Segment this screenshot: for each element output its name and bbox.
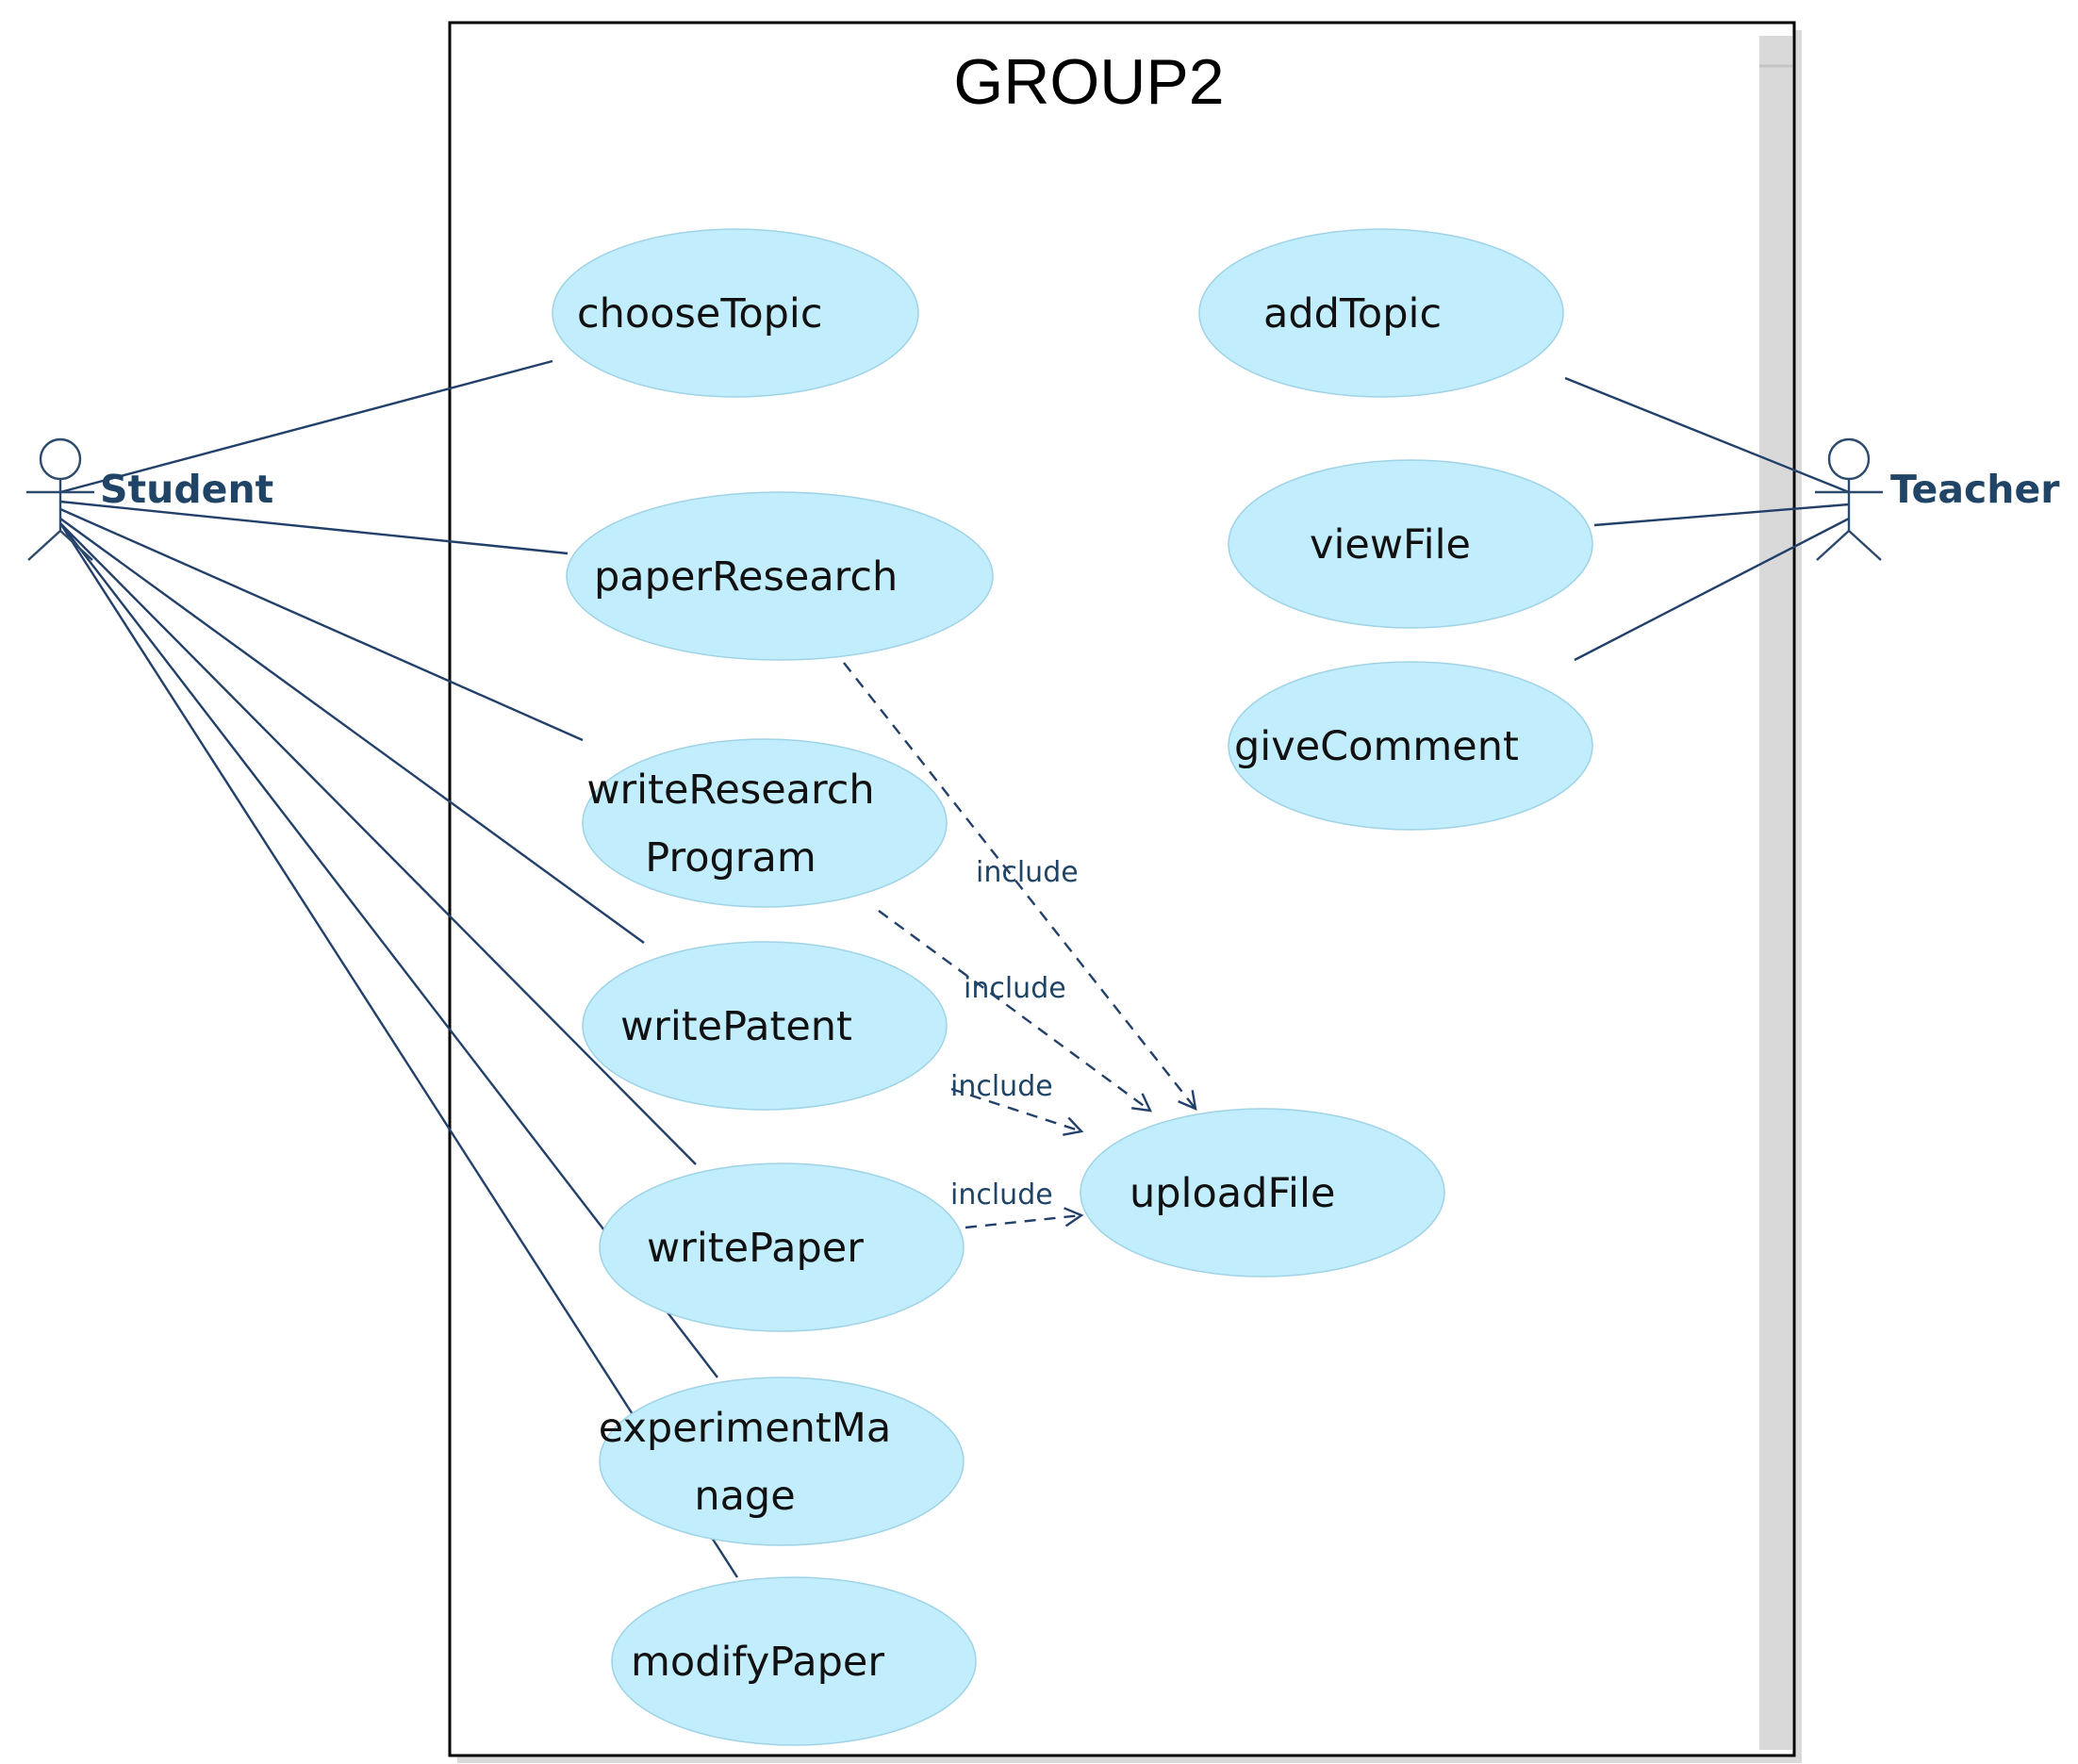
- usecase-label-give-comment: giveComment: [1234, 723, 1519, 770]
- system-title: GROUP2: [953, 46, 1224, 118]
- include-label-write-patent: include: [950, 1070, 1053, 1103]
- actor-teacher[interactable]: Teacher: [1815, 437, 2060, 561]
- usecase-modify-paper[interactable]: modifyPaper: [611, 1576, 977, 1746]
- association-student-write-paper: [59, 522, 697, 1165]
- usecase-write-paper[interactable]: writePaper: [599, 1162, 965, 1332]
- usecase-choose-topic[interactable]: chooseTopic: [552, 228, 919, 398]
- actor-figure-student: [26, 437, 94, 561]
- include-edge-paper-research: [843, 662, 1196, 1110]
- include-arrowhead-write-paper: [1064, 1207, 1084, 1228]
- actor-figure-teacher: [1815, 437, 1883, 561]
- usecase-label-choose-topic: chooseTopic: [577, 290, 823, 338]
- actor-legs-student: [27, 529, 93, 561]
- usecase-label-paper-research: paperResearch: [594, 553, 898, 601]
- usecase-ellipse-choose-topic: [552, 228, 919, 398]
- usecase-paper-research[interactable]: paperResearch: [566, 491, 994, 661]
- usecase-ellipse-add-topic: [1198, 228, 1564, 398]
- actor-legs-teacher: [1816, 529, 1882, 561]
- usecase-experiment-manage[interactable]: experimentMa nage: [599, 1377, 965, 1546]
- usecase-layer: chooseTopic paperResearch writeResearchPro…: [552, 228, 1593, 1746]
- usecase-add-topic[interactable]: addTopic: [1198, 228, 1564, 398]
- usecase-view-file[interactable]: viewFile: [1228, 459, 1593, 629]
- usecase-ellipse-modify-paper: [611, 1576, 977, 1746]
- usecase-label-write-research-program: Program: [645, 834, 816, 882]
- usecase-write-patent[interactable]: writePatent: [582, 941, 948, 1111]
- association-student-choose-topic: [59, 359, 553, 494]
- usecase-ellipse-paper-research: [566, 491, 994, 661]
- usecase-label-view-file: viewFile: [1310, 521, 1471, 569]
- usecase-label-modify-paper: modifyPaper: [631, 1639, 884, 1686]
- association-student-write-patent: [59, 518, 645, 944]
- usecase-label-write-research-program: writeResearch: [586, 767, 874, 814]
- usecase-label-write-patent: writePatent: [620, 1003, 852, 1050]
- usecase-label-experiment-manage: nage: [694, 1473, 795, 1520]
- association-student-paper-research: [59, 500, 569, 555]
- actor-layer: Student Teacher: [26, 437, 2060, 561]
- include-arrowhead-write-research-program: [1131, 1093, 1153, 1113]
- actor-student[interactable]: Student: [26, 437, 273, 561]
- usecase-label-add-topic: addTopic: [1263, 290, 1442, 338]
- usecase-ellipse-experiment-manage: [599, 1377, 965, 1546]
- association-student-write-research-program: [59, 507, 584, 742]
- usecase-ellipse-view-file: [1228, 459, 1593, 629]
- usecase-upload-file[interactable]: uploadFile: [1080, 1108, 1445, 1278]
- association-student-modify-paper: [58, 522, 739, 1578]
- usecase-ellipse-upload-file: [1080, 1108, 1445, 1278]
- include-arrowhead-write-patent: [1063, 1116, 1084, 1136]
- actor-head-teacher: [1827, 437, 1871, 481]
- association-teacher-give-comment: [1574, 517, 1850, 662]
- association-teacher-view-file: [1593, 503, 1850, 527]
- usecase-label-upload-file: uploadFile: [1130, 1170, 1335, 1217]
- include-edge-write-patent: [950, 1087, 1082, 1133]
- actor-head-student: [39, 437, 82, 481]
- include-label-write-paper: include: [950, 1179, 1053, 1212]
- actor-label-teacher: Teacher: [1890, 467, 2060, 512]
- include-arrowhead-paper-research: [1178, 1090, 1197, 1111]
- usecase-label-write-paper: writePaper: [647, 1225, 864, 1272]
- include-label-write-research-program: include: [964, 972, 1066, 1005]
- include-edge-write-research-program: [878, 910, 1151, 1112]
- actor-label-student: Student: [100, 467, 273, 512]
- usecase-ellipse-write-research-program: [582, 738, 948, 908]
- usecase-ellipse-give-comment: [1228, 661, 1593, 831]
- usecase-ellipse-write-patent: [582, 941, 948, 1111]
- association-teacher-add-topic: [1564, 376, 1850, 494]
- usecase-ellipse-write-paper: [599, 1162, 965, 1332]
- usecase-give-comment[interactable]: giveComment: [1228, 661, 1593, 831]
- include-layer: include include include include: [843, 662, 1197, 1229]
- include-label-paper-research: include: [976, 856, 1079, 889]
- usecase-label-experiment-manage: experimentMa: [599, 1405, 891, 1452]
- side-scroll-strip: [1759, 36, 1792, 1750]
